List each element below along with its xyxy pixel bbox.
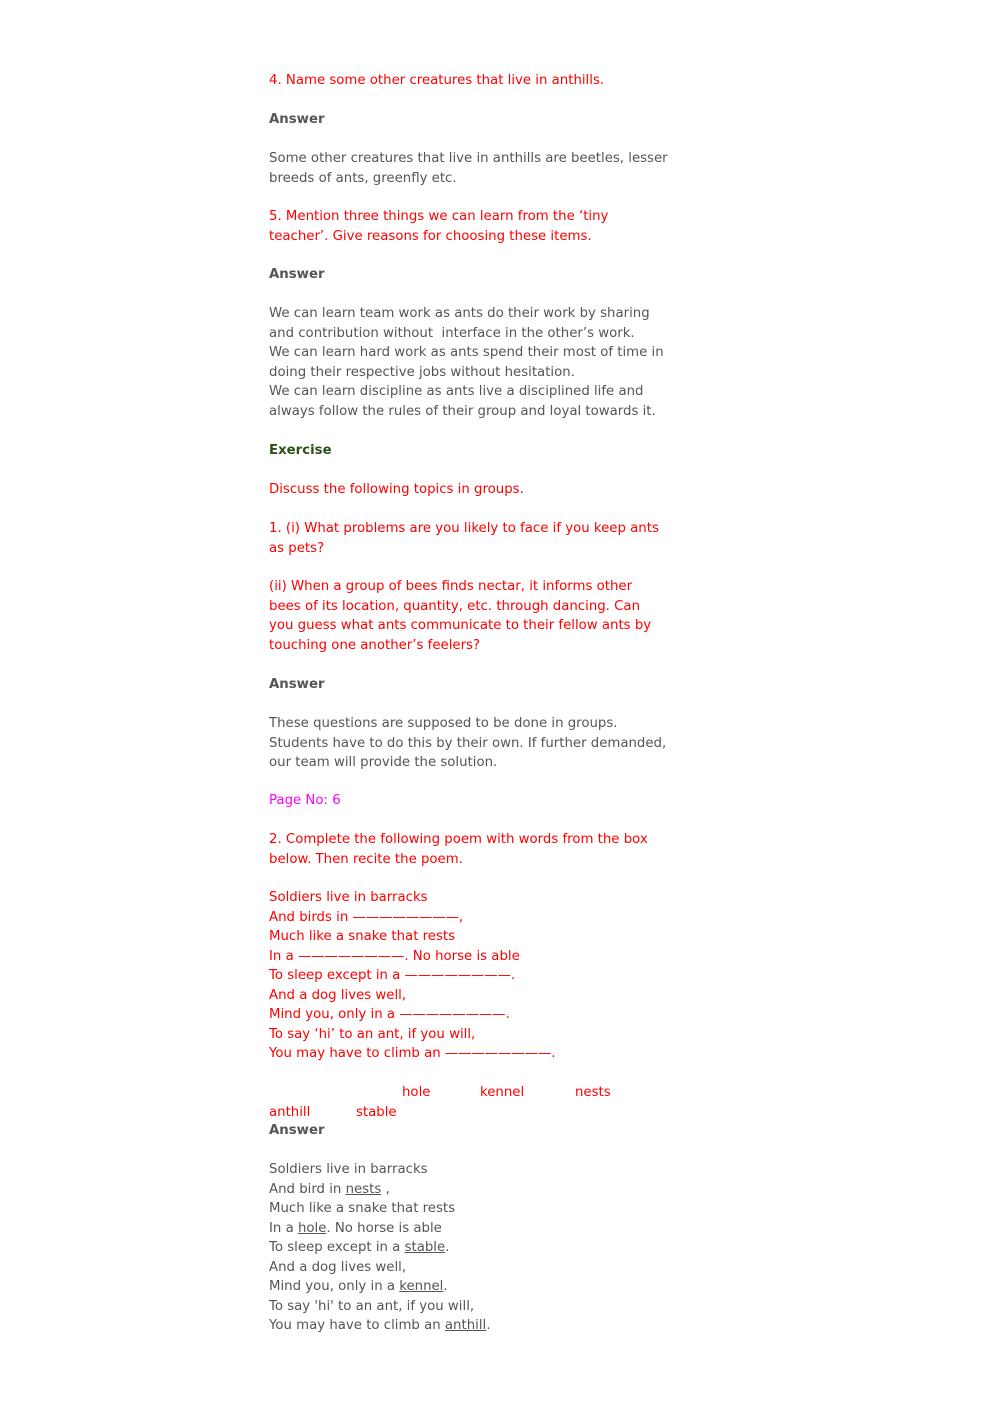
word-box-item: stable bbox=[356, 1105, 397, 1120]
answer-poem-line: To sleep except in a stable. bbox=[269, 1238, 449, 1258]
poem-line: To sleep except in a ————————. bbox=[269, 968, 516, 983]
poem-line: You may have to climb an ————————. bbox=[269, 1046, 556, 1061]
answer-5-line: always follow the rules of their group a… bbox=[269, 403, 656, 419]
answer-poem-line: To say 'hi' to an ant, if you will, bbox=[269, 1297, 474, 1317]
answer-5-line: We can learn discipline as ants live a d… bbox=[269, 384, 644, 399]
filled-word: anthill bbox=[444, 1318, 487, 1333]
poem-text: And a dog lives well, bbox=[269, 1259, 407, 1275]
poem-text: . bbox=[445, 1240, 450, 1255]
exercise-q1i-line: 1. (i) What problems are you likely to f… bbox=[269, 521, 659, 536]
poem-line: To say ‘hi’ to an ant, if you will, bbox=[269, 1026, 476, 1042]
answer-poem-line: Much like a snake that rests bbox=[269, 1199, 455, 1219]
poem-text: To say 'hi' to an ant, if you will, bbox=[269, 1298, 475, 1314]
exercise-q1ii-line: you guess what ants communicate to their… bbox=[269, 618, 652, 633]
poem-text: To sleep except in a bbox=[269, 1240, 405, 1255]
answer-poem-line: In a hole. No horse is able bbox=[269, 1219, 442, 1239]
exercise-answer-line: Students have to do this by their own. I… bbox=[269, 735, 667, 751]
word-box-item: anthill bbox=[269, 1105, 311, 1120]
question-2-line: below. Then recite the poem. bbox=[269, 851, 463, 867]
exercise-q1ii-line: (ii) When a group of bees finds nectar, … bbox=[269, 579, 633, 594]
word-box-item: nests bbox=[575, 1085, 611, 1100]
poem-line: Mind you, only in a ————————. bbox=[269, 1007, 510, 1022]
answer-4-line: Some other creatures that live in anthil… bbox=[269, 151, 668, 166]
answer-label: Answer bbox=[269, 677, 325, 692]
poem-text: You may have to climb an bbox=[269, 1318, 445, 1333]
answer-4-line: breeds of ants, greenfly etc. bbox=[269, 170, 457, 186]
filled-word: stable bbox=[404, 1240, 446, 1255]
poem-line: And a dog lives well, bbox=[269, 987, 407, 1003]
question-5-line: teacher’. Give reasons for choosing thes… bbox=[269, 228, 592, 244]
answer-label: Answer bbox=[269, 267, 325, 282]
poem-line: And birds in ————————, bbox=[269, 909, 464, 925]
filled-word: kennel bbox=[399, 1279, 444, 1294]
answer-5-line: doing their respective jobs without hesi… bbox=[269, 364, 575, 380]
exercise-q1ii-line: touching one another’s feelers? bbox=[269, 637, 481, 653]
question-5-line: 5. Mention three things we can learn fro… bbox=[269, 209, 609, 224]
answer-poem-line: Mind you, only in a kennel. bbox=[269, 1277, 448, 1297]
poem-text: . bbox=[443, 1279, 448, 1294]
poem-line: In a ————————. No horse is able bbox=[269, 948, 520, 964]
question-2-line: 2. Complete the following poem with word… bbox=[269, 832, 648, 847]
answer-poem-line: Soldiers live in barracks bbox=[269, 1160, 428, 1180]
poem-text: , bbox=[381, 1181, 390, 1197]
exercise-heading: Exercise bbox=[269, 443, 332, 458]
poem-line: Soldiers live in barracks bbox=[269, 890, 428, 905]
poem-text: Mind you, only in a bbox=[269, 1279, 400, 1294]
page-number: Page No: 6 bbox=[269, 793, 341, 808]
exercise-answer-line: These questions are supposed to be done … bbox=[269, 716, 618, 731]
exercise-q1ii-line: bees of its location, quantity, etc. thr… bbox=[269, 598, 640, 614]
poem-line: Much like a snake that rests bbox=[269, 929, 456, 944]
answer-poem-line: And a dog lives well, bbox=[269, 1258, 406, 1278]
answer-label: Answer bbox=[269, 1123, 325, 1138]
answer-label: Answer bbox=[269, 112, 325, 127]
poem-text: Much like a snake that rests bbox=[269, 1201, 456, 1216]
answer-5-line: We can learn team work as ants do their … bbox=[269, 306, 650, 321]
poem-text: In a bbox=[269, 1220, 298, 1236]
filled-word: hole bbox=[297, 1220, 327, 1236]
question-4: 4. Name some other creatures that live i… bbox=[269, 73, 605, 88]
filled-word: nests bbox=[345, 1181, 382, 1197]
answer-5-line: We can learn hard work as ants spend the… bbox=[269, 345, 664, 360]
exercise-answer-line: our team will provide the solution. bbox=[269, 755, 498, 770]
exercise-instruction: Discuss the following topics in groups. bbox=[269, 482, 524, 497]
poem-text: Soldiers live in barracks bbox=[269, 1162, 428, 1177]
answer-poem-line: And bird in nests , bbox=[269, 1180, 390, 1200]
exercise-q1i-line: as pets? bbox=[269, 540, 325, 556]
answer-5-line: and contribution without interface in th… bbox=[269, 325, 635, 341]
poem-text: . No horse is able bbox=[326, 1220, 442, 1236]
answer-poem-line: You may have to climb an anthill. bbox=[269, 1316, 490, 1336]
word-box-item: hole bbox=[402, 1085, 431, 1100]
word-box-item: kennel bbox=[480, 1085, 525, 1100]
poem-text: And bird in bbox=[269, 1181, 346, 1197]
poem-text: . bbox=[486, 1318, 491, 1333]
